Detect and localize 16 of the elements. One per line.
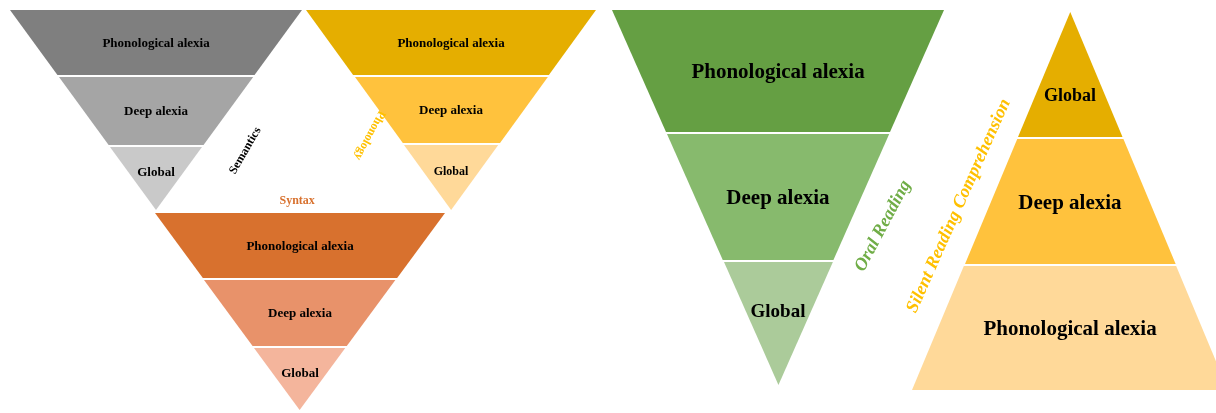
axis-caption: Syntax bbox=[279, 192, 315, 208]
level-label: Deep alexia bbox=[726, 184, 830, 210]
level-label: Deep alexia bbox=[1018, 189, 1122, 214]
level-label: Phonological alexia bbox=[246, 237, 354, 254]
level-label: Phonological alexia bbox=[397, 34, 505, 51]
level-label: Phonological alexia bbox=[983, 315, 1157, 341]
level-label: Deep alexia bbox=[124, 103, 188, 119]
level-label: Global bbox=[281, 364, 319, 381]
level-label: Phonological alexia bbox=[102, 34, 210, 51]
level-label: Global bbox=[750, 300, 806, 323]
level-label: Global bbox=[137, 164, 175, 181]
level-label: Deep alexia bbox=[419, 102, 483, 118]
level-label: Phonological alexia bbox=[691, 58, 865, 84]
level-label: Global bbox=[1044, 84, 1096, 105]
level-label: Deep alexia bbox=[268, 305, 332, 321]
level-label: Global bbox=[433, 163, 469, 179]
